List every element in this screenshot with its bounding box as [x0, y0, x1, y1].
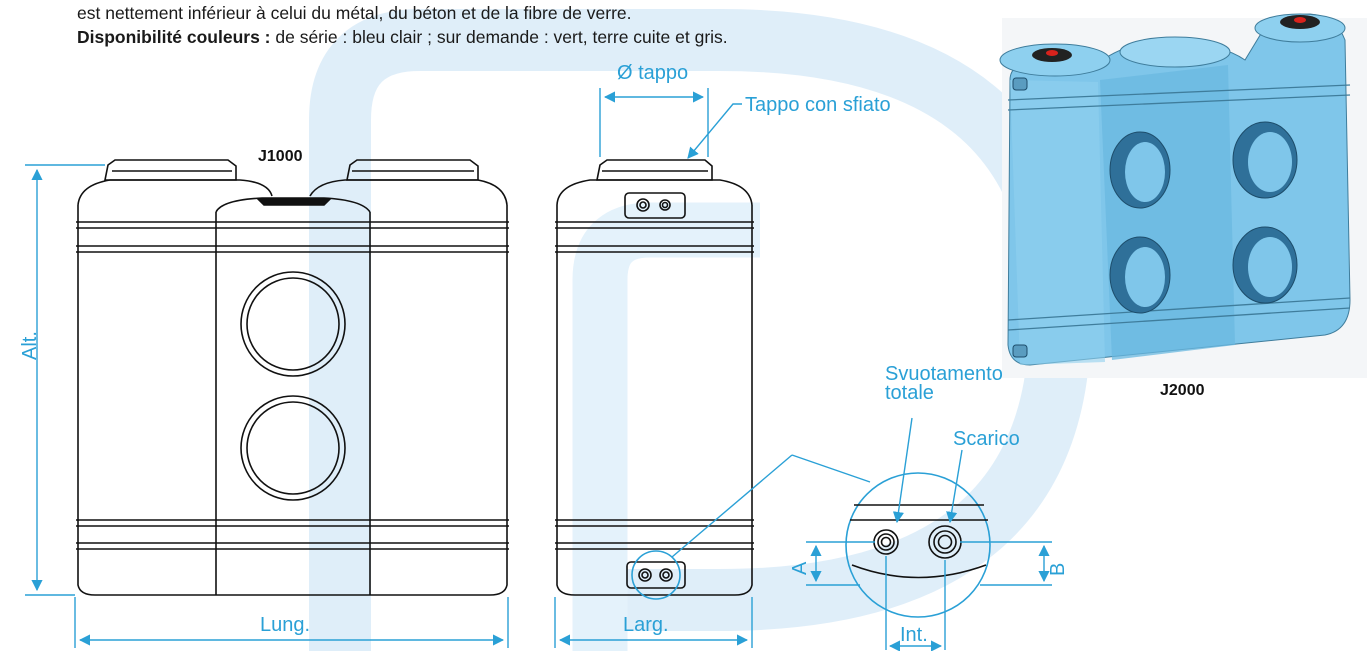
dimension-lines [25, 88, 1052, 651]
model-label-j1000: J1000 [258, 148, 303, 165]
front-view-tank [76, 159, 509, 596]
tank-3d-image [999, 13, 1367, 378]
intro-text: est nettement inférieur à celui du métal… [77, 3, 632, 23]
distance-label: Int. [900, 624, 928, 646]
dimension-b-label: B [1047, 562, 1069, 576]
length-label: Lung. [260, 614, 311, 636]
diameter-cap-label: Ø tappo [617, 62, 689, 84]
height-label: Alt. [19, 331, 41, 360]
cap-vent-label: Tappo con sfiato [745, 94, 891, 116]
detail-marker-circle [631, 550, 681, 600]
detail-leader-line [671, 454, 793, 558]
full-drain-label: Svuotamento totale [885, 363, 1003, 404]
colors-value: de série : bleu clair ; sur demande : ve… [270, 27, 728, 47]
full-drain-line1: Svuotamento [885, 363, 1003, 385]
colors-availability: Disponibilité couleurs : de série : bleu… [77, 27, 728, 47]
model-label-j2000: J2000 [1160, 382, 1205, 399]
detail-leader-line-2 [791, 454, 871, 483]
side-view-tank [555, 159, 754, 596]
drain-label: Scarico [953, 428, 1020, 450]
detail-view [845, 472, 991, 618]
colors-label: Disponibilité couleurs : [77, 27, 271, 47]
dimension-a-label: A [789, 561, 811, 575]
full-drain-line2: totale [885, 382, 934, 404]
width-label: Larg. [623, 614, 669, 636]
